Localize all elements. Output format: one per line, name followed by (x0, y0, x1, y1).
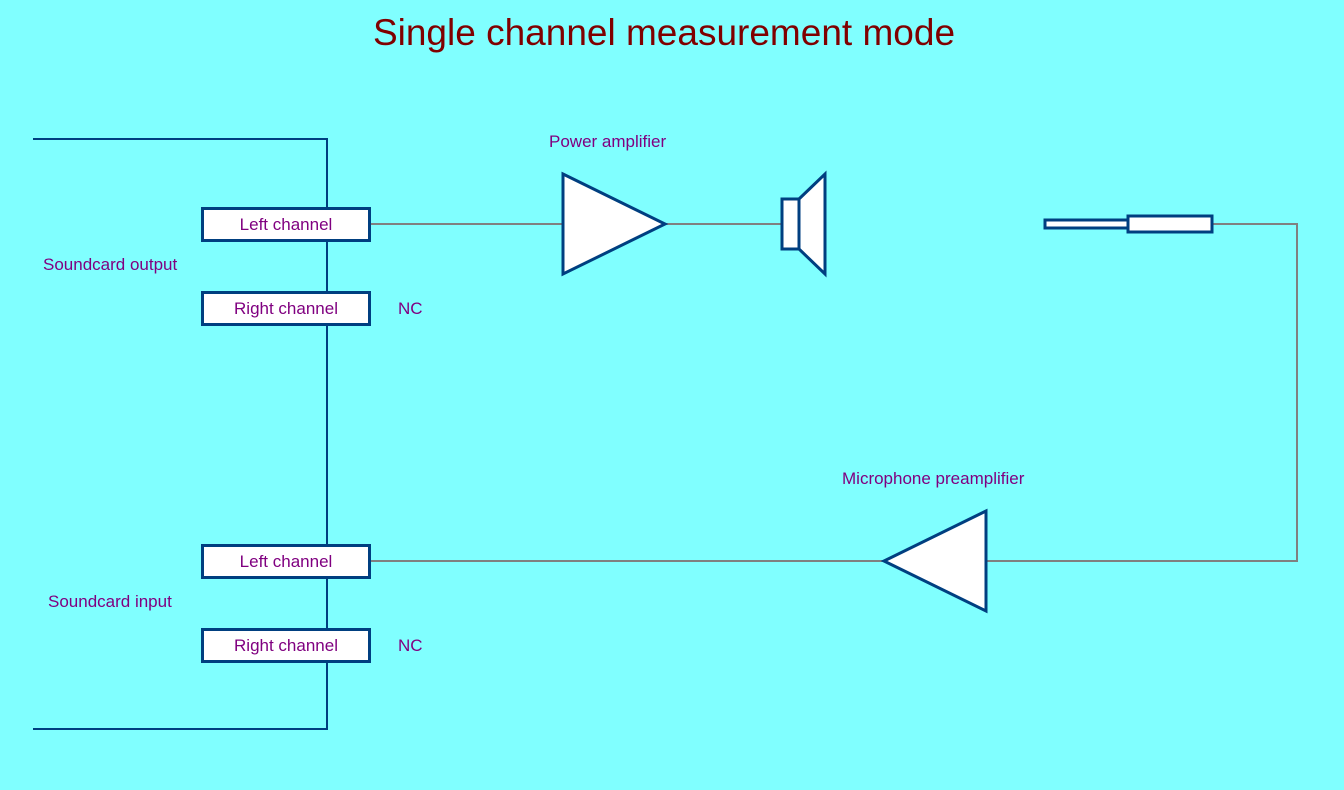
microphone-preamplifier-icon (880, 508, 988, 614)
microphone-icon (1043, 214, 1214, 234)
diagram-title: Single channel measurement mode (372, 12, 956, 53)
soundcard-input-label: Soundcard input (48, 592, 172, 611)
microphone-preamplifier-label: Microphone preamplifier (842, 469, 1025, 488)
input-right-channel-box: Right channel (201, 628, 371, 663)
output-right-nc-label: NC (398, 299, 423, 318)
input-left-channel-box: Left channel (201, 544, 371, 579)
input-right-nc-label: NC (398, 636, 423, 655)
power-amplifier-icon (561, 171, 669, 277)
soundcard-output-label: Soundcard output (43, 255, 178, 274)
wire-mic-to-preamp (986, 223, 1298, 562)
soundcard-bracket (33, 138, 328, 730)
speaker-icon (780, 170, 827, 278)
output-left-channel-box: Left channel (201, 207, 371, 242)
output-right-channel-box: Right channel (201, 291, 371, 326)
power-amplifier-label: Power amplifier (549, 132, 667, 151)
